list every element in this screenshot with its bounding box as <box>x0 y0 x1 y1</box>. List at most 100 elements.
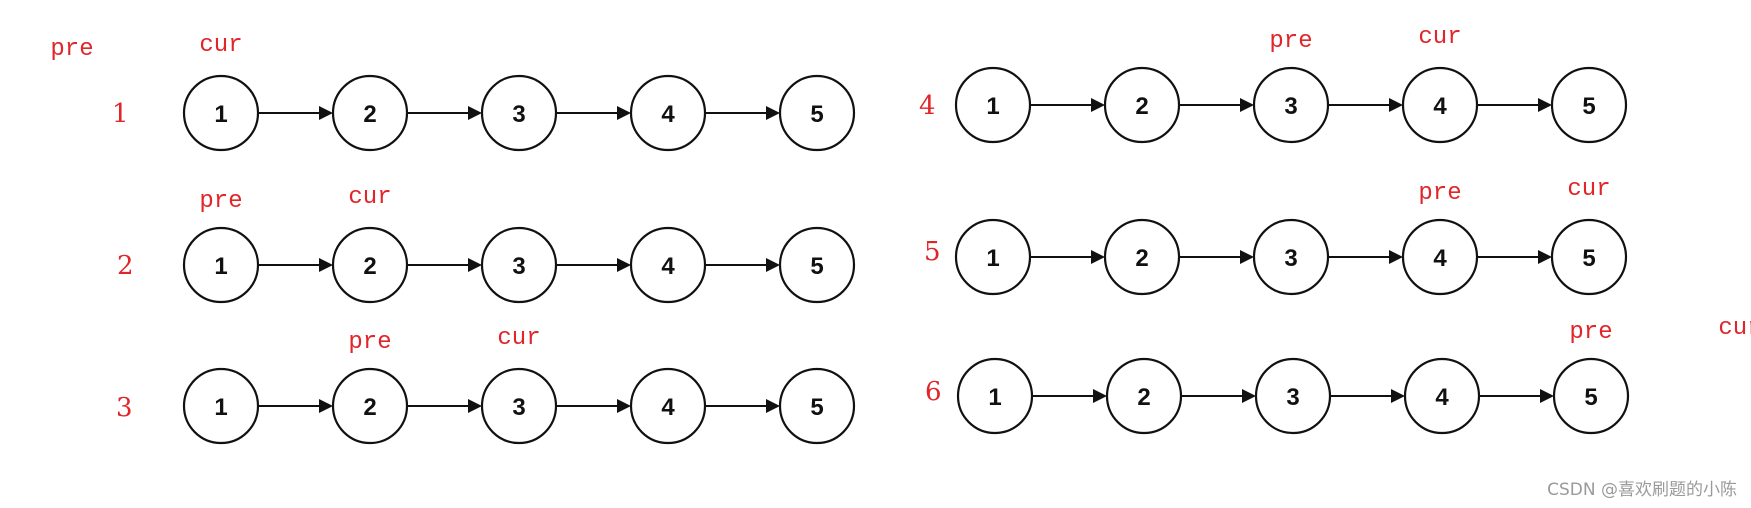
arrow-head-icon <box>766 106 780 120</box>
node-value: 1 <box>214 101 227 128</box>
node-value: 5 <box>810 101 823 128</box>
list-node <box>182 226 260 304</box>
arrow-head-icon <box>766 258 780 272</box>
pre-pointer-label: pre <box>1269 28 1312 55</box>
list-node <box>1550 218 1628 296</box>
step-number: 5 <box>924 237 941 267</box>
node-value: 2 <box>363 253 376 280</box>
node-value: 5 <box>1584 384 1597 411</box>
step-number: 3 <box>116 393 133 423</box>
node-value: 5 <box>810 394 823 421</box>
diagram-step-6: 6 1 2 3 4 5 pre cur <box>925 315 1751 435</box>
list-node <box>1252 66 1330 144</box>
list-node <box>480 367 558 445</box>
list-node <box>1401 66 1479 144</box>
node-value: 1 <box>986 245 999 272</box>
node-value: 3 <box>1284 245 1297 272</box>
pre-pointer-label: pre <box>1418 180 1461 207</box>
arrow-head-icon <box>1391 389 1405 403</box>
node-value: 2 <box>1137 384 1150 411</box>
list-node <box>480 74 558 152</box>
arrow-head-icon <box>1389 250 1403 264</box>
node-value: 4 <box>1433 245 1447 272</box>
node-value: 3 <box>512 253 525 280</box>
list-node <box>1254 357 1332 435</box>
watermark: CSDN @喜欢刷题的小陈 <box>1547 480 1737 500</box>
list-node <box>778 367 856 445</box>
pre-pointer-label: pre <box>348 329 391 356</box>
node-value: 4 <box>661 394 675 421</box>
arrow-head-icon <box>1240 250 1254 264</box>
arrow-head-icon <box>319 258 333 272</box>
node-value: 3 <box>1284 93 1297 120</box>
node-value: 3 <box>512 394 525 421</box>
arrow-head-icon <box>617 106 631 120</box>
list-node <box>331 226 409 304</box>
arrow-head-icon <box>1242 389 1256 403</box>
arrow-head-icon <box>1389 98 1403 112</box>
node-value: 1 <box>988 384 1001 411</box>
step-number: 2 <box>117 251 134 281</box>
arrow-head-icon <box>319 106 333 120</box>
arrow-head-icon <box>1240 98 1254 112</box>
step-number: 4 <box>919 91 936 121</box>
list-node <box>480 226 558 304</box>
node-value: 1 <box>986 93 999 120</box>
list-node <box>629 367 707 445</box>
list-node <box>1105 357 1183 435</box>
list-node <box>1103 218 1181 296</box>
node-value: 2 <box>363 101 376 128</box>
arrow-head-icon <box>617 399 631 413</box>
step-number: 6 <box>925 377 942 407</box>
cur-pointer-label: cur <box>1718 315 1751 342</box>
arrow-head-icon <box>1538 250 1552 264</box>
node-value: 1 <box>214 253 227 280</box>
node-value: 3 <box>512 101 525 128</box>
arrow-head-icon <box>468 258 482 272</box>
arrow-head-icon <box>468 106 482 120</box>
list-node <box>1550 66 1628 144</box>
pre-pointer-label: pre <box>50 36 93 63</box>
arrow-head-icon <box>1093 389 1107 403</box>
list-node <box>182 74 260 152</box>
node-value: 2 <box>363 394 376 421</box>
arrow-head-icon <box>1538 98 1552 112</box>
node-value: 4 <box>1435 384 1449 411</box>
node-value: 2 <box>1135 93 1148 120</box>
node-value: 2 <box>1135 245 1148 272</box>
cur-pointer-label: cur <box>497 325 540 352</box>
list-node <box>1252 218 1330 296</box>
list-node <box>182 367 260 445</box>
list-node <box>954 66 1032 144</box>
arrow-head-icon <box>319 399 333 413</box>
node-value: 4 <box>661 101 675 128</box>
list-node <box>1552 357 1630 435</box>
node-value: 4 <box>1433 93 1447 120</box>
list-node <box>1401 218 1479 296</box>
arrow-head-icon <box>1091 98 1105 112</box>
cur-pointer-label: cur <box>348 184 391 211</box>
list-node <box>331 74 409 152</box>
list-node <box>778 74 856 152</box>
node-value: 3 <box>1286 384 1299 411</box>
arrow-head-icon <box>1091 250 1105 264</box>
list-node <box>778 226 856 304</box>
arrow-head-icon <box>1540 389 1554 403</box>
list-node <box>629 226 707 304</box>
pre-pointer-label: pre <box>1569 319 1612 346</box>
cur-pointer-label: cur <box>199 32 242 59</box>
list-node <box>1403 357 1481 435</box>
node-value: 5 <box>1582 245 1595 272</box>
list-node <box>629 74 707 152</box>
list-node <box>331 367 409 445</box>
node-value: 5 <box>810 253 823 280</box>
pre-pointer-label: pre <box>199 188 242 215</box>
list-node <box>1103 66 1181 144</box>
arrow-head-icon <box>766 399 780 413</box>
arrow-head-icon <box>617 258 631 272</box>
